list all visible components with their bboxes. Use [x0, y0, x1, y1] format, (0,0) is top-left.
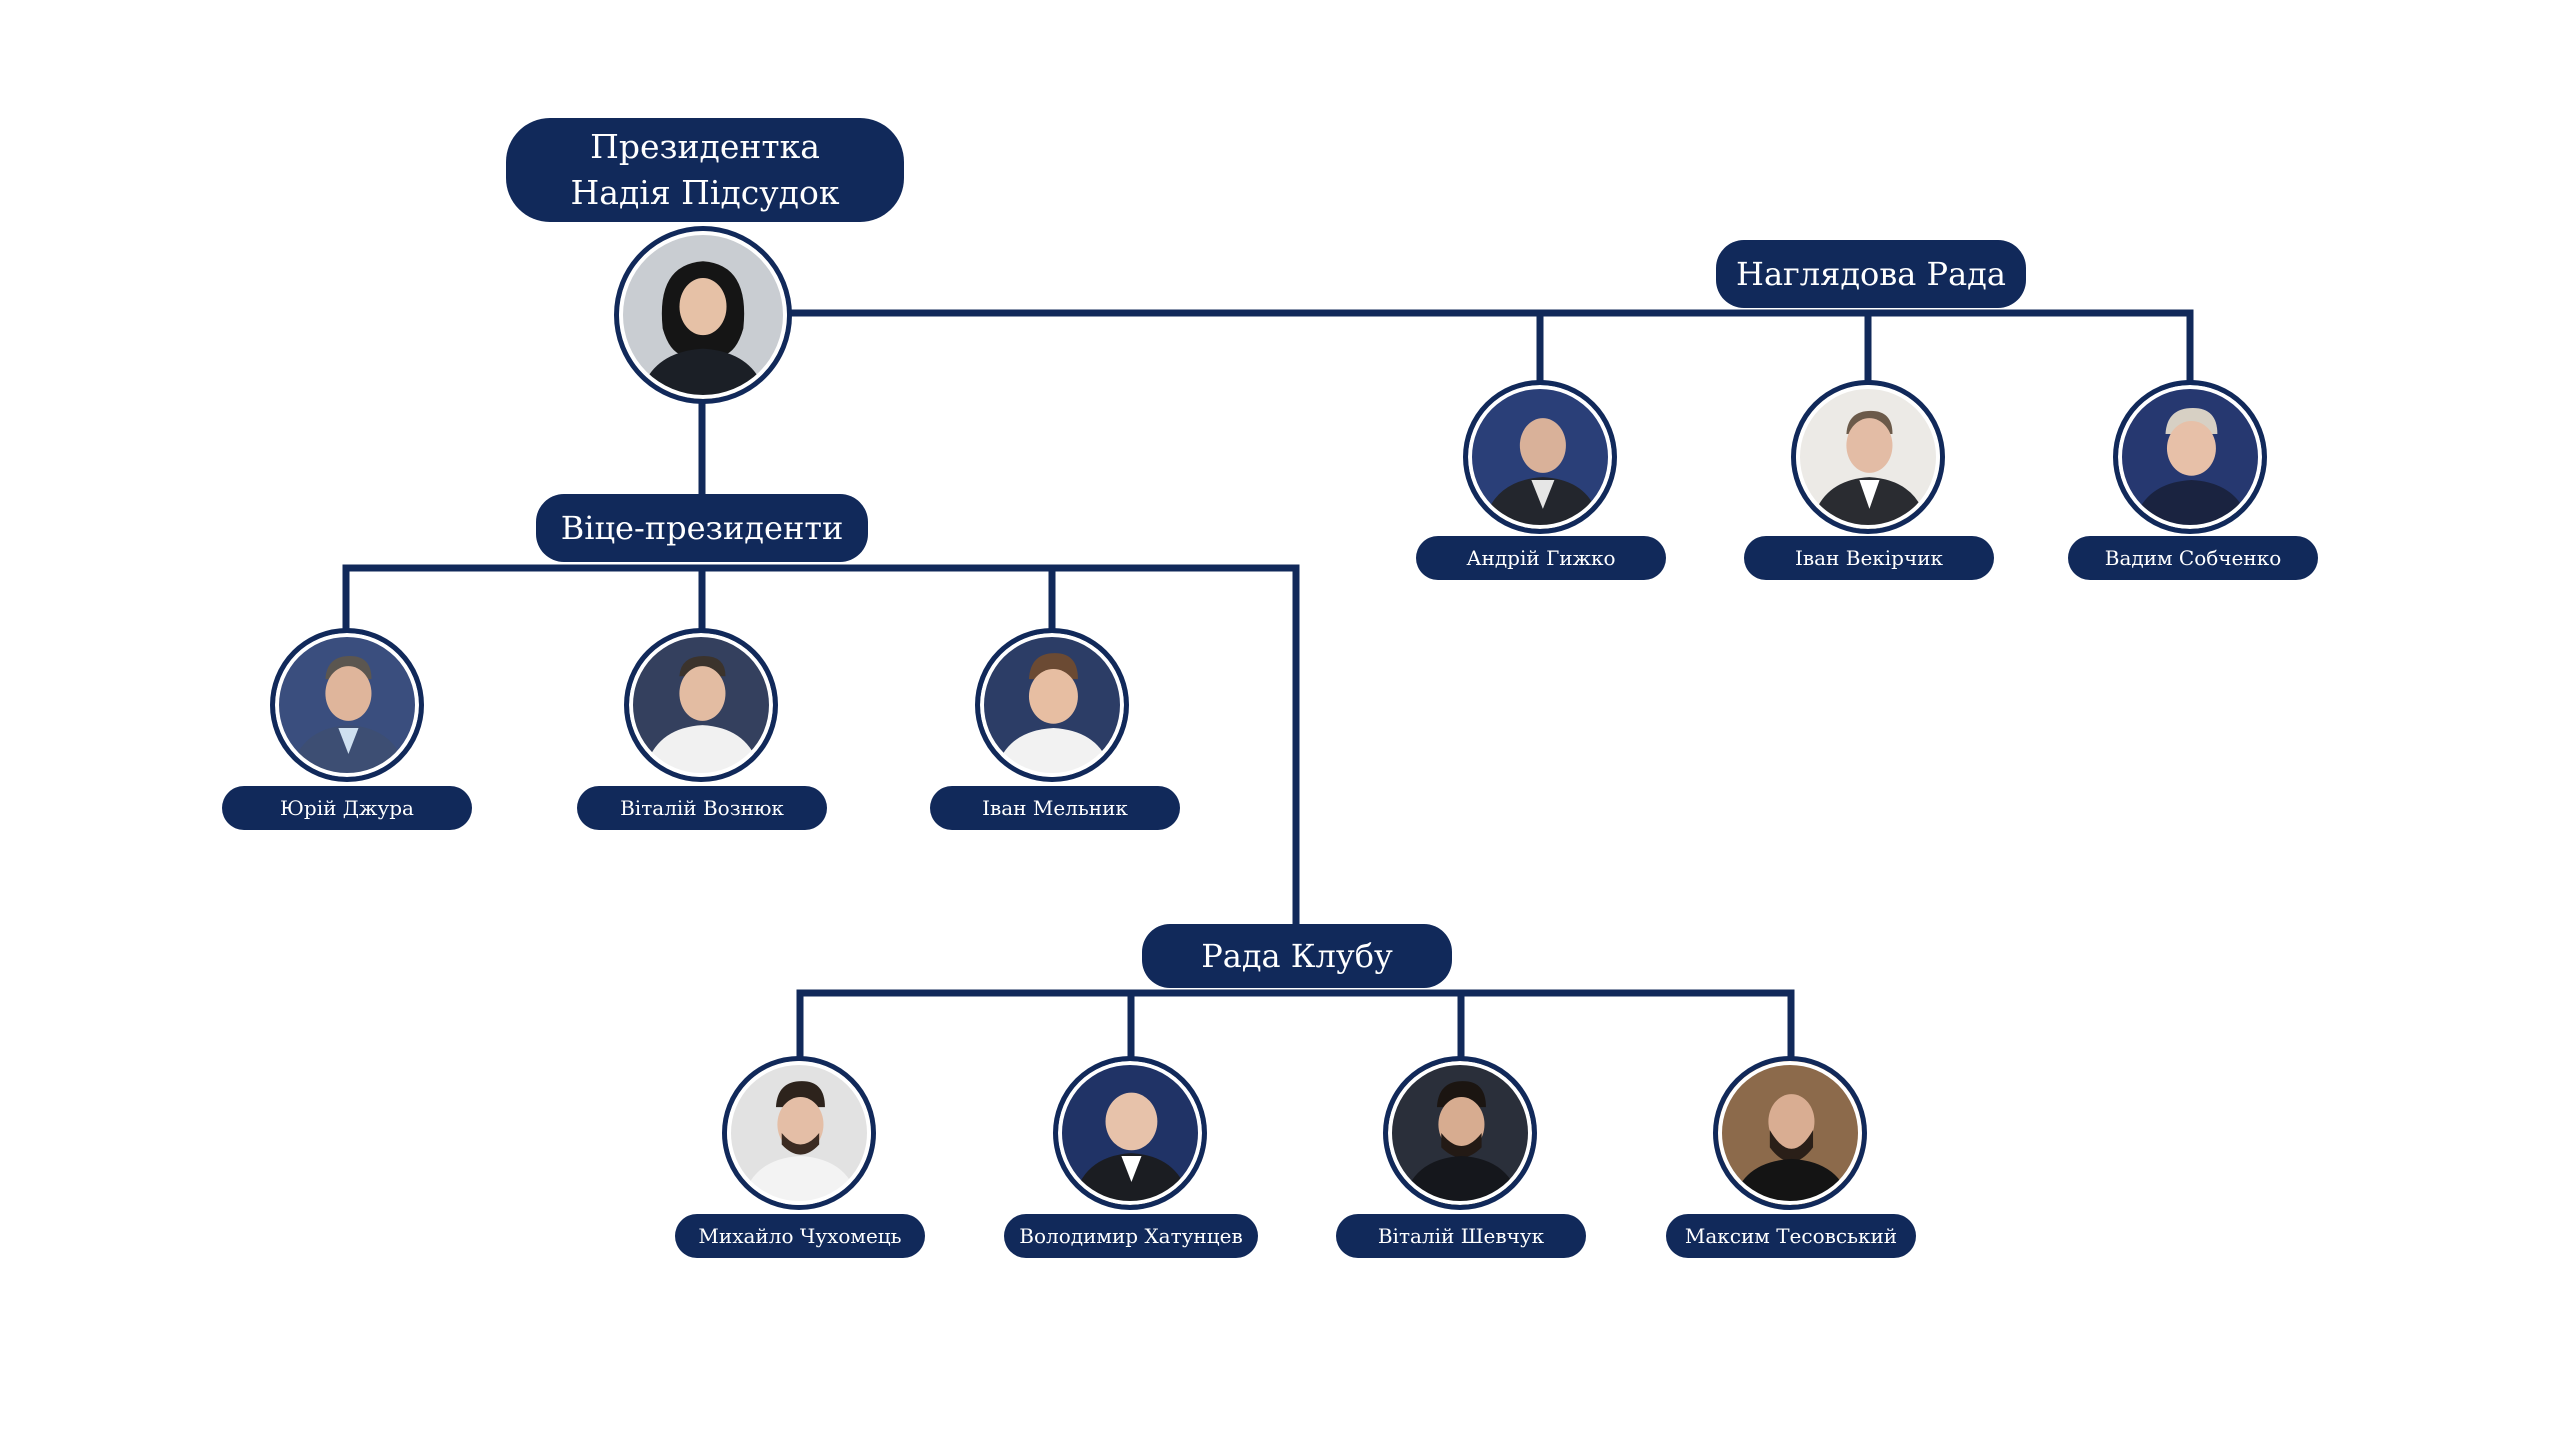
president-title: Президентка — [590, 127, 820, 166]
portrait-icon — [1402, 1081, 1521, 1205]
vice-president-photo-1 — [270, 628, 424, 782]
portrait-icon — [1072, 1092, 1191, 1205]
council-member-name-2: Володимир Хатунцев — [1004, 1214, 1258, 1258]
vice-president-photo-3 — [975, 628, 1129, 782]
portrait-icon — [994, 653, 1113, 777]
portrait-icon — [1468, 385, 1612, 529]
council-member-photo-2 — [1053, 1056, 1207, 1210]
president-name: Надія Підсудок — [570, 173, 840, 212]
portrait-icon — [1810, 410, 1929, 529]
portrait-icon — [741, 1081, 860, 1205]
vice-president-name-1: Юрій Джура — [222, 786, 472, 830]
council-member-name-3: Віталій Шевчук — [1336, 1214, 1586, 1258]
portrait-icon — [289, 656, 408, 777]
council-member-photo-4 — [1713, 1056, 1867, 1210]
council-member-name-4: Максим Тесовський — [1666, 1214, 1916, 1258]
vice-president-photo-2 — [624, 628, 778, 782]
board-member-photo-2 — [1791, 380, 1945, 534]
portrait-icon — [643, 656, 762, 777]
board-member-name-1: Андрій Гижко — [1416, 536, 1666, 580]
supervisory-board-label: Наглядова Рада — [1716, 240, 2026, 308]
portrait-icon — [1718, 1061, 1862, 1205]
board-member-photo-1 — [1463, 380, 1617, 534]
club-council-label: Рада Клубу — [1142, 924, 1452, 988]
board-member-photo-3 — [2113, 380, 2267, 534]
vice-president-name-2: Віталій Вознюк — [577, 786, 827, 830]
council-member-photo-3 — [1383, 1056, 1537, 1210]
president-photo — [614, 226, 792, 404]
council-member-photo-1 — [722, 1056, 876, 1210]
portrait-icon — [2118, 385, 2262, 529]
vice-presidents-label: Віце-президенти — [536, 494, 868, 562]
council-member-name-1: Михайло Чухомець — [675, 1214, 925, 1258]
portrait-icon — [639, 261, 767, 399]
board-member-name-3: Вадим Собченко — [2068, 536, 2318, 580]
president-label: Президентка Надія Підсудок — [506, 118, 904, 222]
vice-president-name-3: Іван Мельник — [930, 786, 1180, 830]
board-member-name-2: Іван Векірчик — [1744, 536, 1994, 580]
